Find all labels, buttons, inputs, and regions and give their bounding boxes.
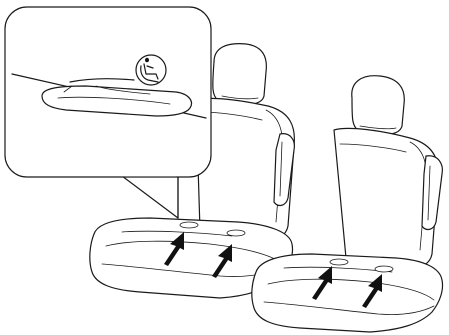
child-seat-anchor-icon xyxy=(136,55,166,85)
left-anchor-slot-1 xyxy=(180,222,198,228)
left-headrest xyxy=(213,44,267,105)
right-anchor-slot-2 xyxy=(375,266,393,272)
right-headrest xyxy=(352,76,405,135)
zoom-callout xyxy=(5,7,211,218)
right-seat-cushion xyxy=(252,254,443,332)
right-seatback xyxy=(334,128,442,266)
right-anchor-slot-1 xyxy=(330,259,348,265)
left-anchor-slot-2 xyxy=(227,230,245,236)
